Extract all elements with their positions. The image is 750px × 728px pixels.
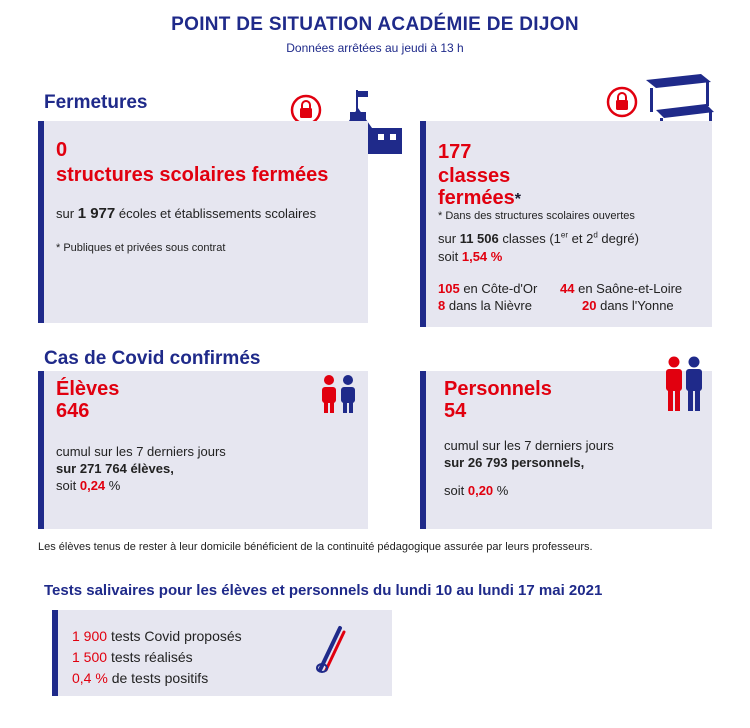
- personnels-total: sur 26 793 personnels,: [444, 455, 585, 470]
- personnels-label: Personnels: [444, 378, 552, 400]
- dept-saone-et-loire: 44 en Saône-et-Loire: [560, 281, 683, 296]
- page-title: POINT DE SITUATION ACADÉMIE DE DIJON: [171, 14, 579, 35]
- classes-label-line1: classes: [438, 165, 511, 187]
- dept-yonne: 20 dans l'Yonne: [582, 298, 674, 313]
- section-title-tests: Tests salivaires pour les élèves et pers…: [44, 582, 603, 599]
- classes-label-line2: fermées*: [438, 187, 521, 209]
- eleves-count: 646: [56, 400, 90, 422]
- section-title-covid: Cas de Covid confirmés: [44, 348, 261, 369]
- panel-personnels: [420, 371, 712, 529]
- panel-structures-fermees: [38, 121, 368, 323]
- structures-count: 0: [56, 139, 68, 161]
- students-icon: [322, 375, 355, 413]
- personnels-count: 54: [444, 400, 467, 422]
- eleves-pct-line: soit 0,24 %: [56, 478, 121, 493]
- classes-pct-line: soit 1,54 %: [438, 249, 503, 264]
- tests-list: 1 900 tests Covid proposés 1 500 tests r…: [72, 626, 242, 689]
- personnels-pct-line: soit 0,20 %: [444, 483, 509, 498]
- classes-total-line: sur 11 506 classes (1er et 2d degré): [438, 230, 639, 246]
- classes-count: 177: [438, 141, 472, 163]
- structures-total-line: sur 1 977 écoles et établissements scola…: [56, 205, 317, 222]
- page-subtitle: Données arrêtées au jeudi à 13 h: [286, 41, 464, 55]
- structures-label: structures scolaires fermées: [56, 164, 329, 186]
- section-title-fermetures: Fermetures: [44, 92, 148, 113]
- tests-line-positive: 0,4 % de tests positifs: [72, 670, 209, 686]
- saliva-test-swab-icon: [316, 626, 346, 673]
- eleves-cumul: cumul sur les 7 derniers jours: [56, 444, 226, 459]
- structures-note: * Publiques et privées sous contrat: [56, 242, 226, 254]
- tests-line-done: 1 500 tests réalisés: [72, 649, 193, 665]
- dept-cote-dor: 105 en Côte-d'Or: [438, 281, 538, 296]
- panel-classes-fermees: [420, 121, 712, 327]
- tests-line-proposed: 1 900 tests Covid proposés: [72, 628, 242, 644]
- personnels-cumul: cumul sur les 7 derniers jours: [444, 438, 614, 453]
- eleves-label: Élèves: [56, 378, 120, 400]
- eleves-total: sur 271 764 élèves,: [56, 461, 174, 476]
- classes-note: * Dans des structures scolaires ouvertes: [438, 210, 635, 222]
- panel-eleves: [38, 371, 368, 529]
- dept-nievre: 8 dans la Nièvre: [438, 298, 532, 313]
- continuity-note: Les élèves tenus de rester à leur domici…: [38, 541, 593, 553]
- staff-icon: [666, 356, 702, 411]
